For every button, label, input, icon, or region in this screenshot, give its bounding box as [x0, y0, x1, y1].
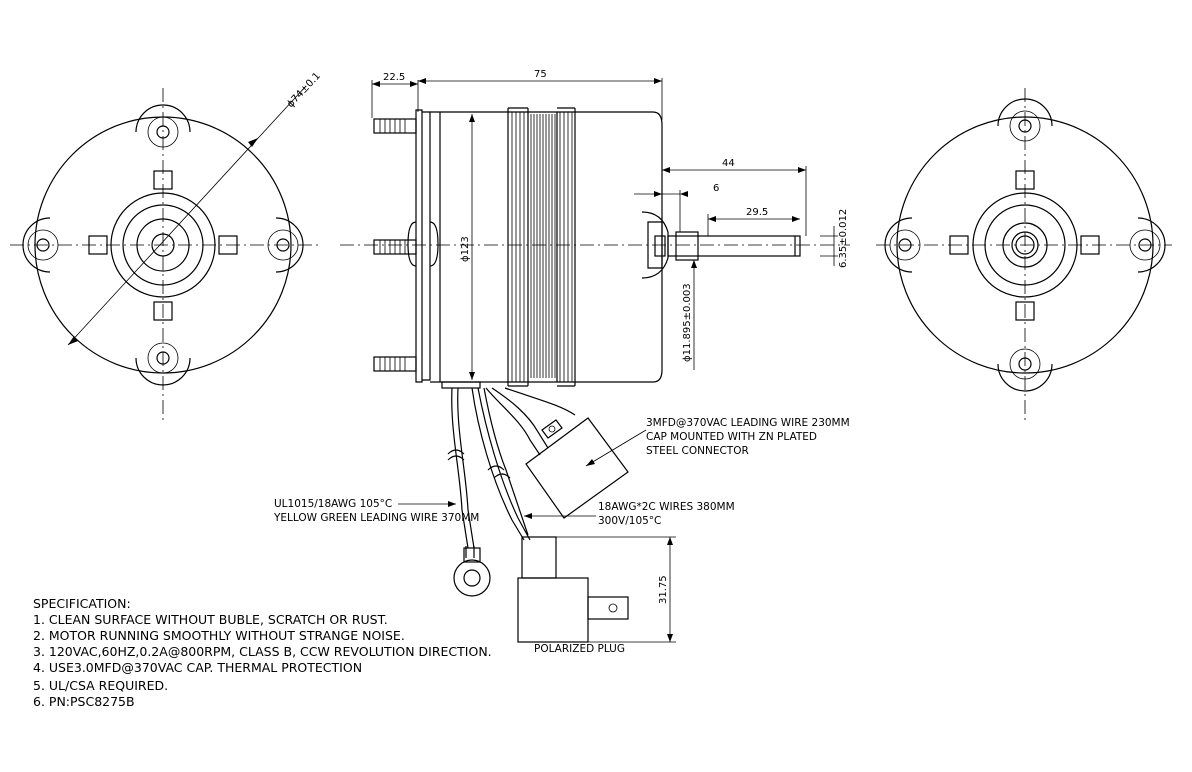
cap-callout-line-2: CAP MOUNTED WITH ZN PLATED — [646, 431, 817, 443]
side-view: 22.5 75 ϕ123 — [340, 69, 850, 389]
spec-title: SPECIFICATION: — [33, 596, 131, 611]
dim-plug-height: 31.75 — [658, 575, 669, 604]
wire-callout-line-2: 300V/105°C — [598, 515, 661, 527]
dim-75: 75 — [534, 69, 547, 80]
dim-dia-outer: ϕ74±0.1 — [285, 71, 323, 110]
dim-dia-boss: ϕ11.895±0.003 — [682, 283, 693, 362]
plug-label: POLARIZED PLUG — [534, 643, 625, 655]
dim-dia-body: ϕ123 — [460, 236, 471, 262]
dim-22-5: 22.5 — [383, 72, 405, 83]
ground-callout-line-1: UL1015/18AWG 105°C — [274, 498, 392, 510]
left-end-view: ϕ74±0.1 — [10, 71, 323, 420]
right-end-view — [876, 88, 1172, 420]
dim-29-5: 29.5 — [746, 207, 768, 218]
spec-item: 6. PN:PSC8275B — [33, 694, 135, 709]
specification-block: SPECIFICATION: 1. CLEAN SURFACE WITHOUT … — [33, 596, 492, 709]
cooling-fins — [511, 112, 573, 382]
wire-callout-line-1: 18AWG*2C WIRES 380MM — [598, 501, 735, 513]
capacitor — [525, 417, 647, 519]
spec-item: 2. MOTOR RUNNING SMOOTHLY WITHOUT STRANG… — [33, 628, 405, 643]
cap-callout-line-1: 3MFD@370VAC LEADING WIRE 230MM — [646, 417, 850, 429]
polarized-plug: 31.75 POLARIZED PLUG — [517, 536, 676, 655]
cap-callout-line-3: STEEL CONNECTOR — [646, 445, 749, 457]
spec-item: 3. 120VAC,60HZ,0.2A@800RPM, CLASS B, CCW… — [33, 644, 492, 659]
dim-6: 6 — [713, 183, 719, 194]
spec-item: 4. USE3.0MFD@370VAC CAP. THERMAL PROTECT… — [33, 660, 362, 675]
spec-item: 5. UL/CSA REQUIRED. — [33, 678, 168, 693]
spec-item: 1. CLEAN SURFACE WITHOUT BUBLE, SCRATCH … — [33, 612, 388, 627]
ground-terminal — [453, 546, 491, 597]
ground-callout-line-2: YELLOW GREEN LEADING WIRE 370MM — [273, 512, 479, 524]
dim-shaft: 6.35±0.012 — [838, 209, 849, 268]
lead-wires — [447, 387, 576, 549]
dim-44: 44 — [722, 158, 735, 169]
